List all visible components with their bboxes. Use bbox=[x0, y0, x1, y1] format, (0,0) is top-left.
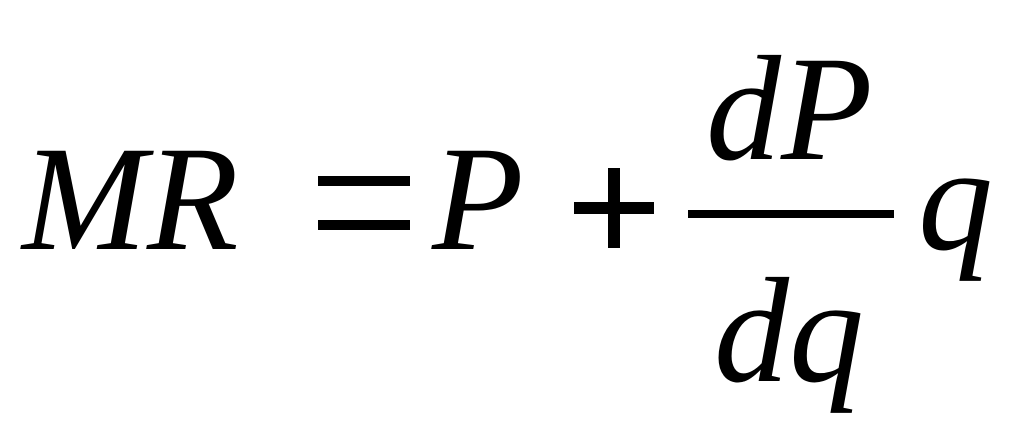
fraction-bar bbox=[688, 210, 894, 218]
plus-sign bbox=[574, 168, 654, 248]
equation-lhs: MR bbox=[22, 116, 239, 282]
equals-sign bbox=[318, 176, 410, 230]
equals-top-bar bbox=[318, 176, 410, 186]
derivative-fraction: dP dq bbox=[688, 20, 898, 420]
fraction-numerator: dP bbox=[706, 26, 873, 192]
plus-vertical-stroke bbox=[608, 168, 620, 248]
equals-bottom-bar bbox=[318, 220, 410, 230]
price-term: P bbox=[432, 116, 524, 282]
quantity-multiplier: q bbox=[918, 116, 993, 282]
fraction-denominator: dq bbox=[714, 248, 864, 414]
